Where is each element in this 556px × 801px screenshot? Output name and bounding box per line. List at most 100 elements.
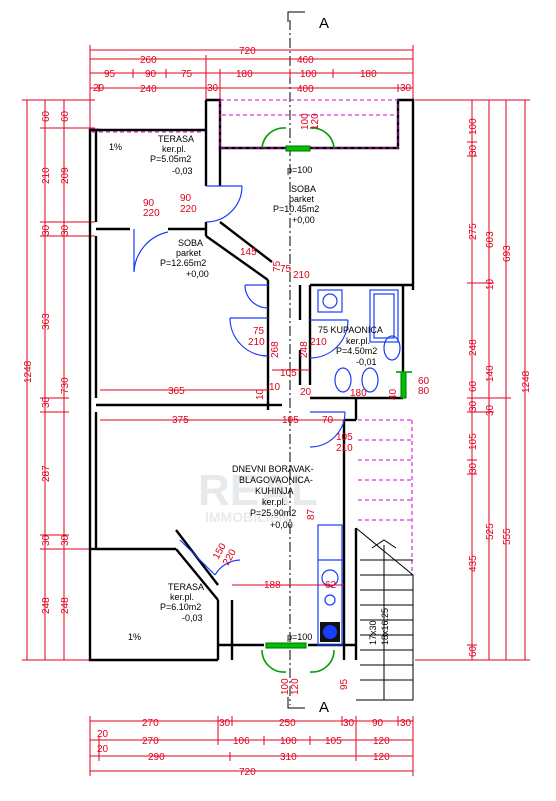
section-mark-bottom: A xyxy=(319,699,329,716)
dim-75d: 75 xyxy=(272,260,283,272)
dim-right-275: 275 xyxy=(468,223,479,240)
dim-left-30d: 30 xyxy=(60,224,71,236)
room-terasa-bottom: TERASA ker.pl. P=6.10m2 -0,03 1% xyxy=(128,582,204,642)
top-dimension-chains xyxy=(89,45,414,130)
dim-right-693: 693 xyxy=(502,245,513,262)
left-dimension-chains xyxy=(22,99,95,661)
dim-top-90: 90 xyxy=(145,69,157,80)
room-soba-left-level: +0,00 xyxy=(186,269,209,279)
dim-bot-270b: 270 xyxy=(142,736,159,747)
room-terasa-top-area: P=5.05m2 xyxy=(150,154,191,164)
dim-95: 95 xyxy=(339,678,350,690)
room-dnevni-line3: KUHINJA xyxy=(255,486,294,496)
dim-220b: 220 xyxy=(180,204,197,215)
dim-90a: 90 xyxy=(143,198,155,209)
dim-bot-310: 310 xyxy=(280,752,297,763)
dim-60: 60 xyxy=(418,376,430,387)
room-soba-left-name: SOBA xyxy=(178,238,203,248)
room-terasa-top-name: TERASA xyxy=(158,134,194,144)
dim-210b: 210 xyxy=(248,337,265,348)
dim-top-20: 20 xyxy=(93,83,105,94)
dim-right-603: 603 xyxy=(485,231,496,248)
dim-bot-250: 250 xyxy=(279,718,296,729)
dim-bot-106: 106 xyxy=(233,736,250,747)
dim-bot-30c: 30 xyxy=(400,718,412,729)
dim-120-win: 120 xyxy=(290,678,301,695)
doors xyxy=(133,185,349,576)
dim-top-720: 720 xyxy=(239,46,256,57)
dim-180: 180 xyxy=(350,388,367,399)
dim-top-30a: 30 xyxy=(207,83,219,94)
room-soba-right-floor: parket xyxy=(289,194,315,204)
slope-top: 1% xyxy=(109,142,122,152)
section-mark-top: A xyxy=(319,15,329,32)
dim-right-555: 555 xyxy=(502,528,513,545)
dim-75b: 75 xyxy=(253,326,265,337)
dim-right-105: 105 xyxy=(468,433,479,450)
dim-right-10: 10 xyxy=(485,278,496,290)
windows xyxy=(261,127,412,673)
dim-left-60b: 60 xyxy=(60,110,71,122)
staircase xyxy=(355,527,414,701)
dim-left-30e: 30 xyxy=(60,534,71,546)
dim-top-180a: 180 xyxy=(236,69,253,80)
room-dnevni-line1: DNEVNI BORAVAK- xyxy=(232,464,314,474)
room-dnevni-floor: ker.pl. xyxy=(262,497,286,507)
dim-90b: 90 xyxy=(180,193,192,204)
watermark-subtext: IMMOBILIEN xyxy=(205,509,289,525)
dim-210d: 210 xyxy=(336,443,353,454)
dim-80: 80 xyxy=(418,386,430,397)
room-kupaonica-floor: ker.pl. xyxy=(346,336,370,346)
dim-top-75: 75 xyxy=(181,69,193,80)
dim-248: 248 xyxy=(299,341,310,358)
room-soba-left-area: P=12.65m2 xyxy=(160,258,206,268)
room-terasa-bottom-floor: ker.pl. xyxy=(170,592,194,602)
section-arrow-top xyxy=(287,11,305,22)
dim-top-260: 260 xyxy=(140,55,157,66)
dim-210a: 210 xyxy=(293,270,310,281)
inner-dimensions xyxy=(100,369,344,586)
dim-20a: 20 xyxy=(300,387,312,398)
dim-70: 70 xyxy=(322,415,334,426)
dim-right-60b: 60 xyxy=(468,645,479,657)
right-dimension-chains xyxy=(415,99,530,661)
dim-100-win: 100 xyxy=(280,678,291,695)
dim-left-363: 363 xyxy=(41,313,52,330)
dim-40: 40 xyxy=(388,388,399,400)
room-terasa-bottom-level: -0,03 xyxy=(182,613,203,623)
dim-188: 188 xyxy=(264,580,281,591)
dim-left-60a: 60 xyxy=(41,110,52,122)
room-dnevni-area: P=25.90m2 xyxy=(250,508,296,518)
dim-bot-20b: 20 xyxy=(97,744,109,755)
dim-bot-290: 290 xyxy=(148,752,165,763)
dim-10b: 10 xyxy=(255,388,266,400)
dim-left-30c: 30 xyxy=(41,534,52,546)
dim-right-525: 525 xyxy=(485,523,496,540)
room-terasa-bottom-area: P=6.10m2 xyxy=(160,602,201,612)
dim-105c: 105 xyxy=(336,432,353,443)
room-terasa-top-floor: ker.pl. xyxy=(162,144,186,154)
dim-left-30a: 30 xyxy=(41,224,52,236)
stairs-label-1: 17x30 xyxy=(368,620,378,645)
walls xyxy=(88,98,415,662)
room-soba-left: SOBA parket P=12.65m2 +0,00 xyxy=(160,238,209,279)
room-dnevni-level: +0,00 xyxy=(270,520,293,530)
dim-top-460: 460 xyxy=(297,55,314,66)
dim-left-287: 287 xyxy=(41,465,52,482)
room-dnevni-boravak: DNEVNI BORAVAK- BLAGOVAONICA- KUHINJA ke… xyxy=(232,464,314,530)
bottom-dimension-chains xyxy=(89,716,414,776)
dim-bot-100: 100 xyxy=(280,736,297,747)
dim-105a: 105 xyxy=(280,368,297,379)
dim-75a: 75 xyxy=(280,264,292,275)
room-kupaonica-level: -0,01 xyxy=(356,357,377,367)
dim-right-140: 140 xyxy=(485,365,496,382)
dim-left-730: 730 xyxy=(60,377,71,394)
room-soba-right-level: +0,00 xyxy=(292,215,315,225)
dim-left-210: 210 xyxy=(41,167,52,184)
room-soba-left-floor: parket xyxy=(176,248,202,258)
dim-top-30b: 30 xyxy=(400,83,412,94)
room-terasa-top: TERASA ker.pl. P=5.05m2 -0,03 1% xyxy=(109,134,194,176)
dim-bot-720: 720 xyxy=(239,767,256,778)
slope-bottom: 1% xyxy=(128,632,141,642)
dim-210c: 210 xyxy=(310,337,327,348)
